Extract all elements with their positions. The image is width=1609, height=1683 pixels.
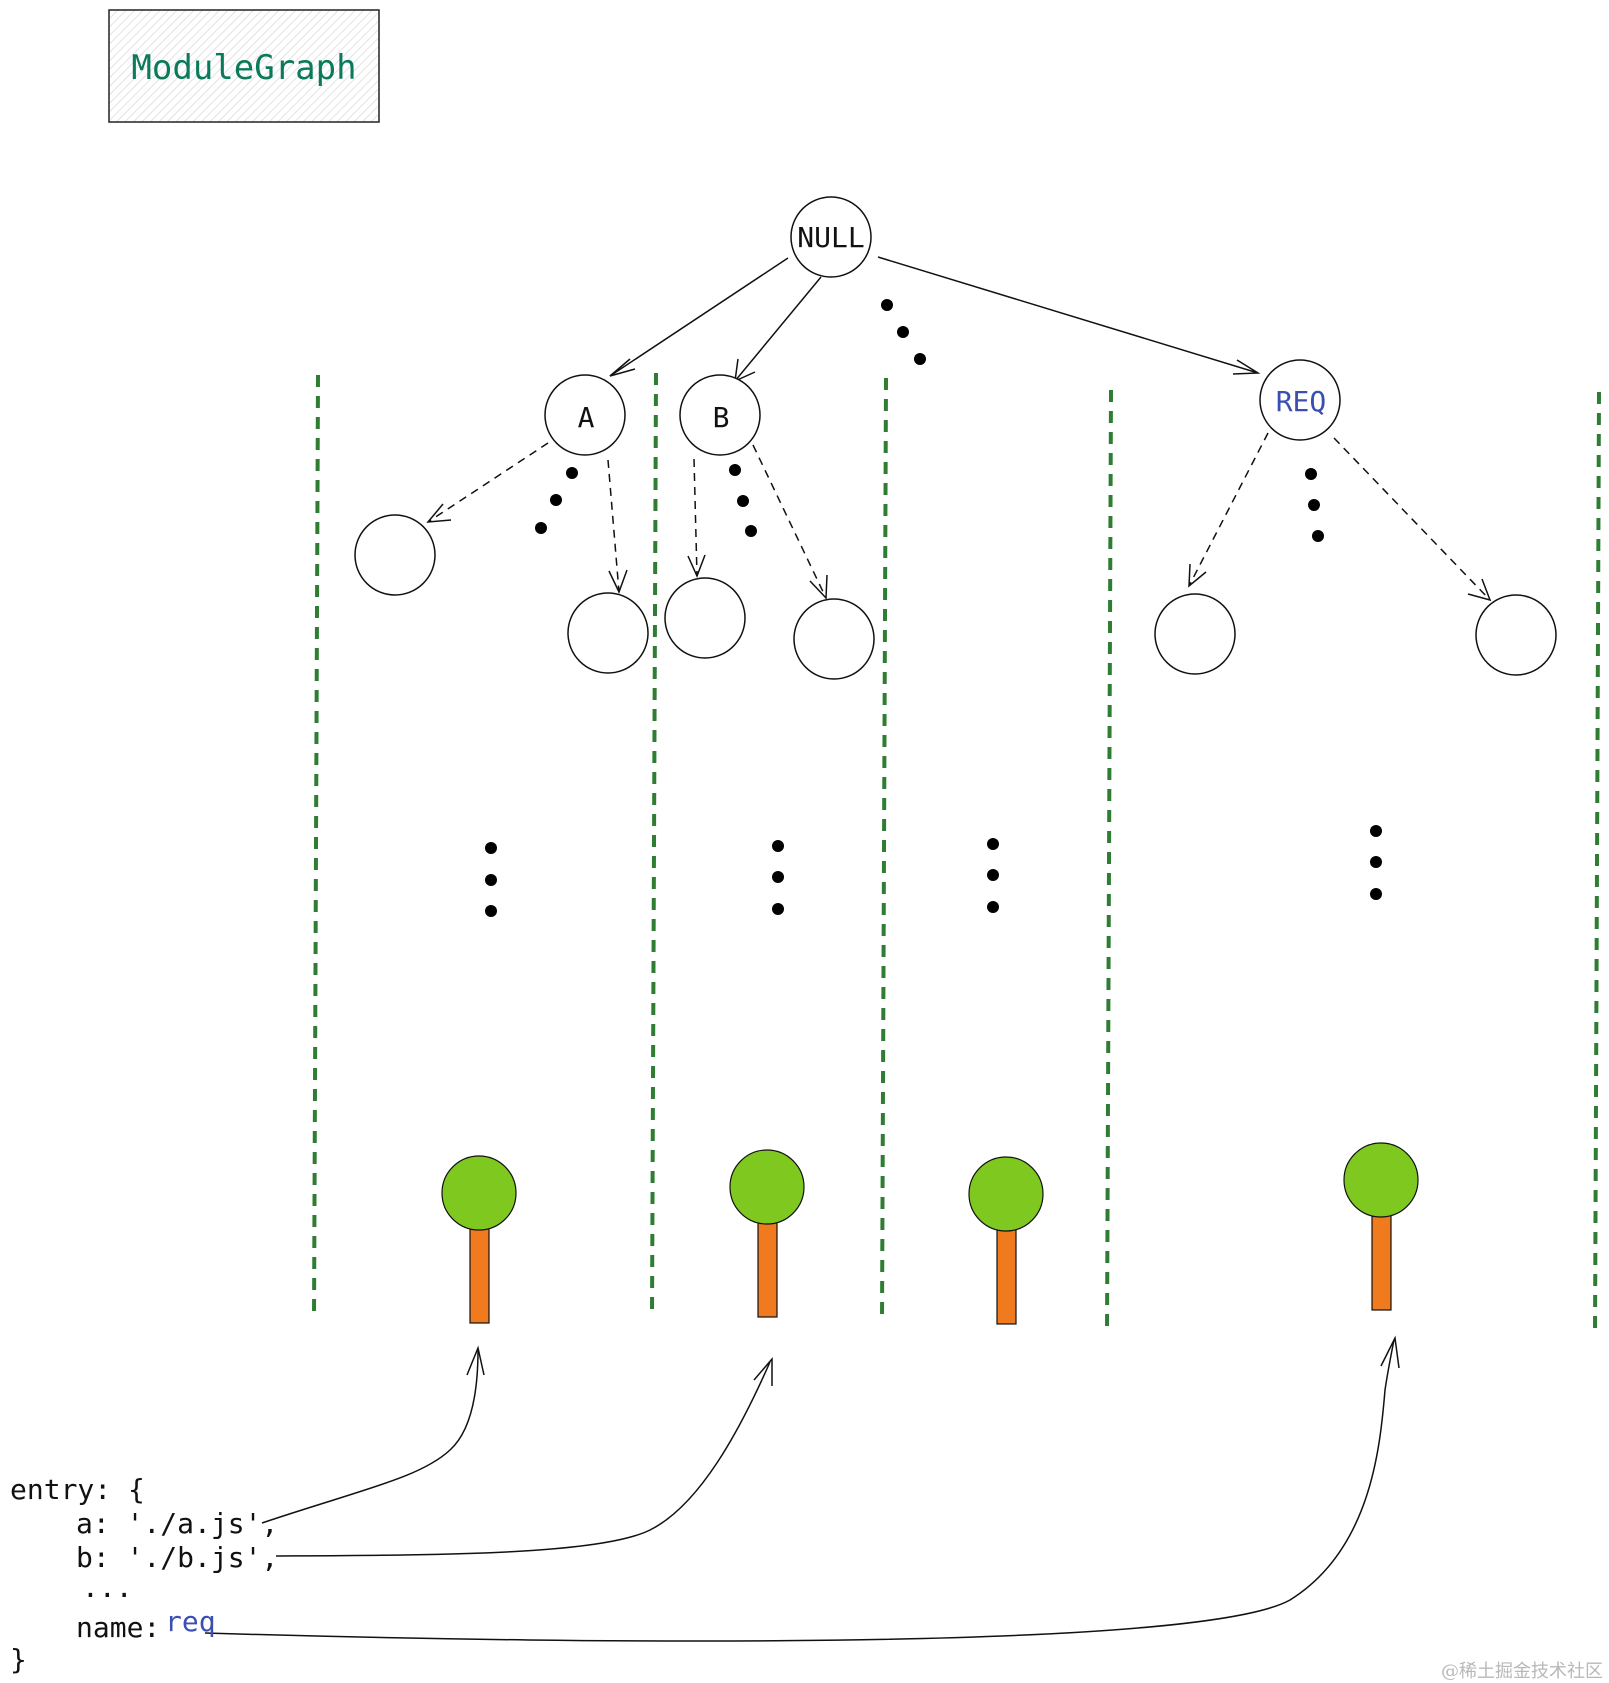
arrow-req-to-tree xyxy=(204,1339,1395,1642)
code-line-b: b: './b.js', xyxy=(76,1541,278,1574)
arrowhead xyxy=(809,574,828,600)
ellipsis-dot xyxy=(745,525,757,537)
node-null-label: NULL xyxy=(797,221,864,254)
ellipsis-dot xyxy=(987,838,999,850)
node-b xyxy=(679,374,761,456)
child-arrowheads xyxy=(426,503,1492,602)
child-edges xyxy=(427,432,1491,601)
arrowhead xyxy=(609,358,636,377)
ellipsis-dot xyxy=(1370,825,1382,837)
ellipsis-dot xyxy=(485,905,497,917)
title-label: ModuleGraph xyxy=(131,48,356,88)
node-a xyxy=(544,374,626,456)
tree-trunk xyxy=(1371,1214,1392,1311)
code-line-a: a: './a.js', xyxy=(76,1507,278,1540)
tree-top xyxy=(1343,1142,1419,1218)
edge-root-req xyxy=(877,256,1259,374)
tree-trunk xyxy=(996,1228,1017,1325)
edge-root-b xyxy=(734,276,822,382)
arrowhead xyxy=(1467,578,1492,602)
ellipsis-dot xyxy=(772,840,784,852)
ellipsis-dot xyxy=(729,464,741,476)
ellipsis-dot xyxy=(1370,888,1382,900)
arrowhead xyxy=(1380,1335,1400,1369)
node-req-child xyxy=(1154,593,1236,675)
divider-line xyxy=(650,372,658,1319)
tree-trunk xyxy=(757,1221,778,1318)
ellipsis-dot xyxy=(772,903,784,915)
arrowhead xyxy=(1188,563,1207,588)
node-a-child xyxy=(567,592,649,674)
tree-trunk xyxy=(469,1227,490,1324)
tree-a xyxy=(441,1155,517,1324)
node-null xyxy=(790,196,872,278)
ellipsis-dot xyxy=(737,495,749,507)
arrowhead xyxy=(426,503,452,523)
edge-root-a xyxy=(609,257,789,377)
ellipsis-dot xyxy=(1305,468,1317,480)
watermark: @稀土掘金技术社区 xyxy=(1441,1661,1603,1682)
tree-req xyxy=(1343,1142,1419,1311)
code-line-ellipsis: ... xyxy=(82,1571,133,1604)
ellipsis-dot xyxy=(1308,499,1320,511)
ellipsis-dot xyxy=(566,467,578,479)
ellipsis-dot xyxy=(914,353,926,365)
code-line-entry: entry: { xyxy=(10,1473,145,1506)
tree-b xyxy=(729,1149,805,1318)
divider-line xyxy=(1105,389,1113,1336)
entry-code-block: entry: { a: './a.js', b: './b.js', ... n… xyxy=(10,1473,278,1676)
divider-line xyxy=(312,374,320,1321)
arrowhead xyxy=(753,1356,773,1386)
ellipsis-dot xyxy=(987,869,999,881)
arrow-b-to-tree xyxy=(275,1361,771,1557)
node-b-child xyxy=(793,598,875,680)
code-line-name-key: name: xyxy=(76,1611,160,1644)
tree-top xyxy=(729,1149,805,1225)
ellipsis-dot xyxy=(1370,856,1382,868)
edge-req-child2 xyxy=(1333,437,1491,601)
divider-line xyxy=(880,377,888,1323)
node-req xyxy=(1259,359,1341,441)
ellipsis-dot xyxy=(772,871,784,883)
node-a-child xyxy=(354,514,436,596)
node-a-label: A xyxy=(578,401,595,434)
node-b-child xyxy=(664,577,746,659)
tree-top xyxy=(441,1155,517,1231)
divider-line xyxy=(1593,391,1601,1336)
edge-a-child1 xyxy=(427,442,549,523)
code-line-close: } xyxy=(10,1643,27,1676)
ellipsis-dot xyxy=(485,874,497,886)
graph-nodes xyxy=(354,196,1557,680)
column-dividers xyxy=(312,372,1601,1336)
arrowhead xyxy=(687,554,706,578)
arrowhead xyxy=(608,569,628,594)
edge-b-child1 xyxy=(693,458,698,577)
node-req-child xyxy=(1475,594,1557,676)
ellipsis-dot xyxy=(550,494,562,506)
node-req-label: REQ xyxy=(1276,385,1327,418)
arrow-a-to-tree xyxy=(261,1349,479,1524)
code-line-name-value: req xyxy=(165,1605,216,1638)
edge-req-child1 xyxy=(1188,432,1269,587)
arrowhead xyxy=(466,1345,485,1376)
ellipsis-dot xyxy=(1312,530,1324,542)
title-box: ModuleGraph xyxy=(108,9,380,123)
root-edges xyxy=(609,256,1261,383)
ellipsis-dot xyxy=(897,326,909,338)
ellipsis-dot xyxy=(535,522,547,534)
tree-top xyxy=(968,1156,1044,1232)
tree-c xyxy=(968,1156,1044,1325)
ellipsis-dot xyxy=(881,299,893,311)
ellipsis-dot xyxy=(987,901,999,913)
ellipsis-dots xyxy=(485,299,1382,917)
edge-b-child2 xyxy=(752,444,827,599)
entry-arrows xyxy=(204,1335,1400,1642)
ellipsis-dot xyxy=(485,842,497,854)
arrowhead xyxy=(1232,359,1261,375)
node-b-label: B xyxy=(713,401,730,434)
